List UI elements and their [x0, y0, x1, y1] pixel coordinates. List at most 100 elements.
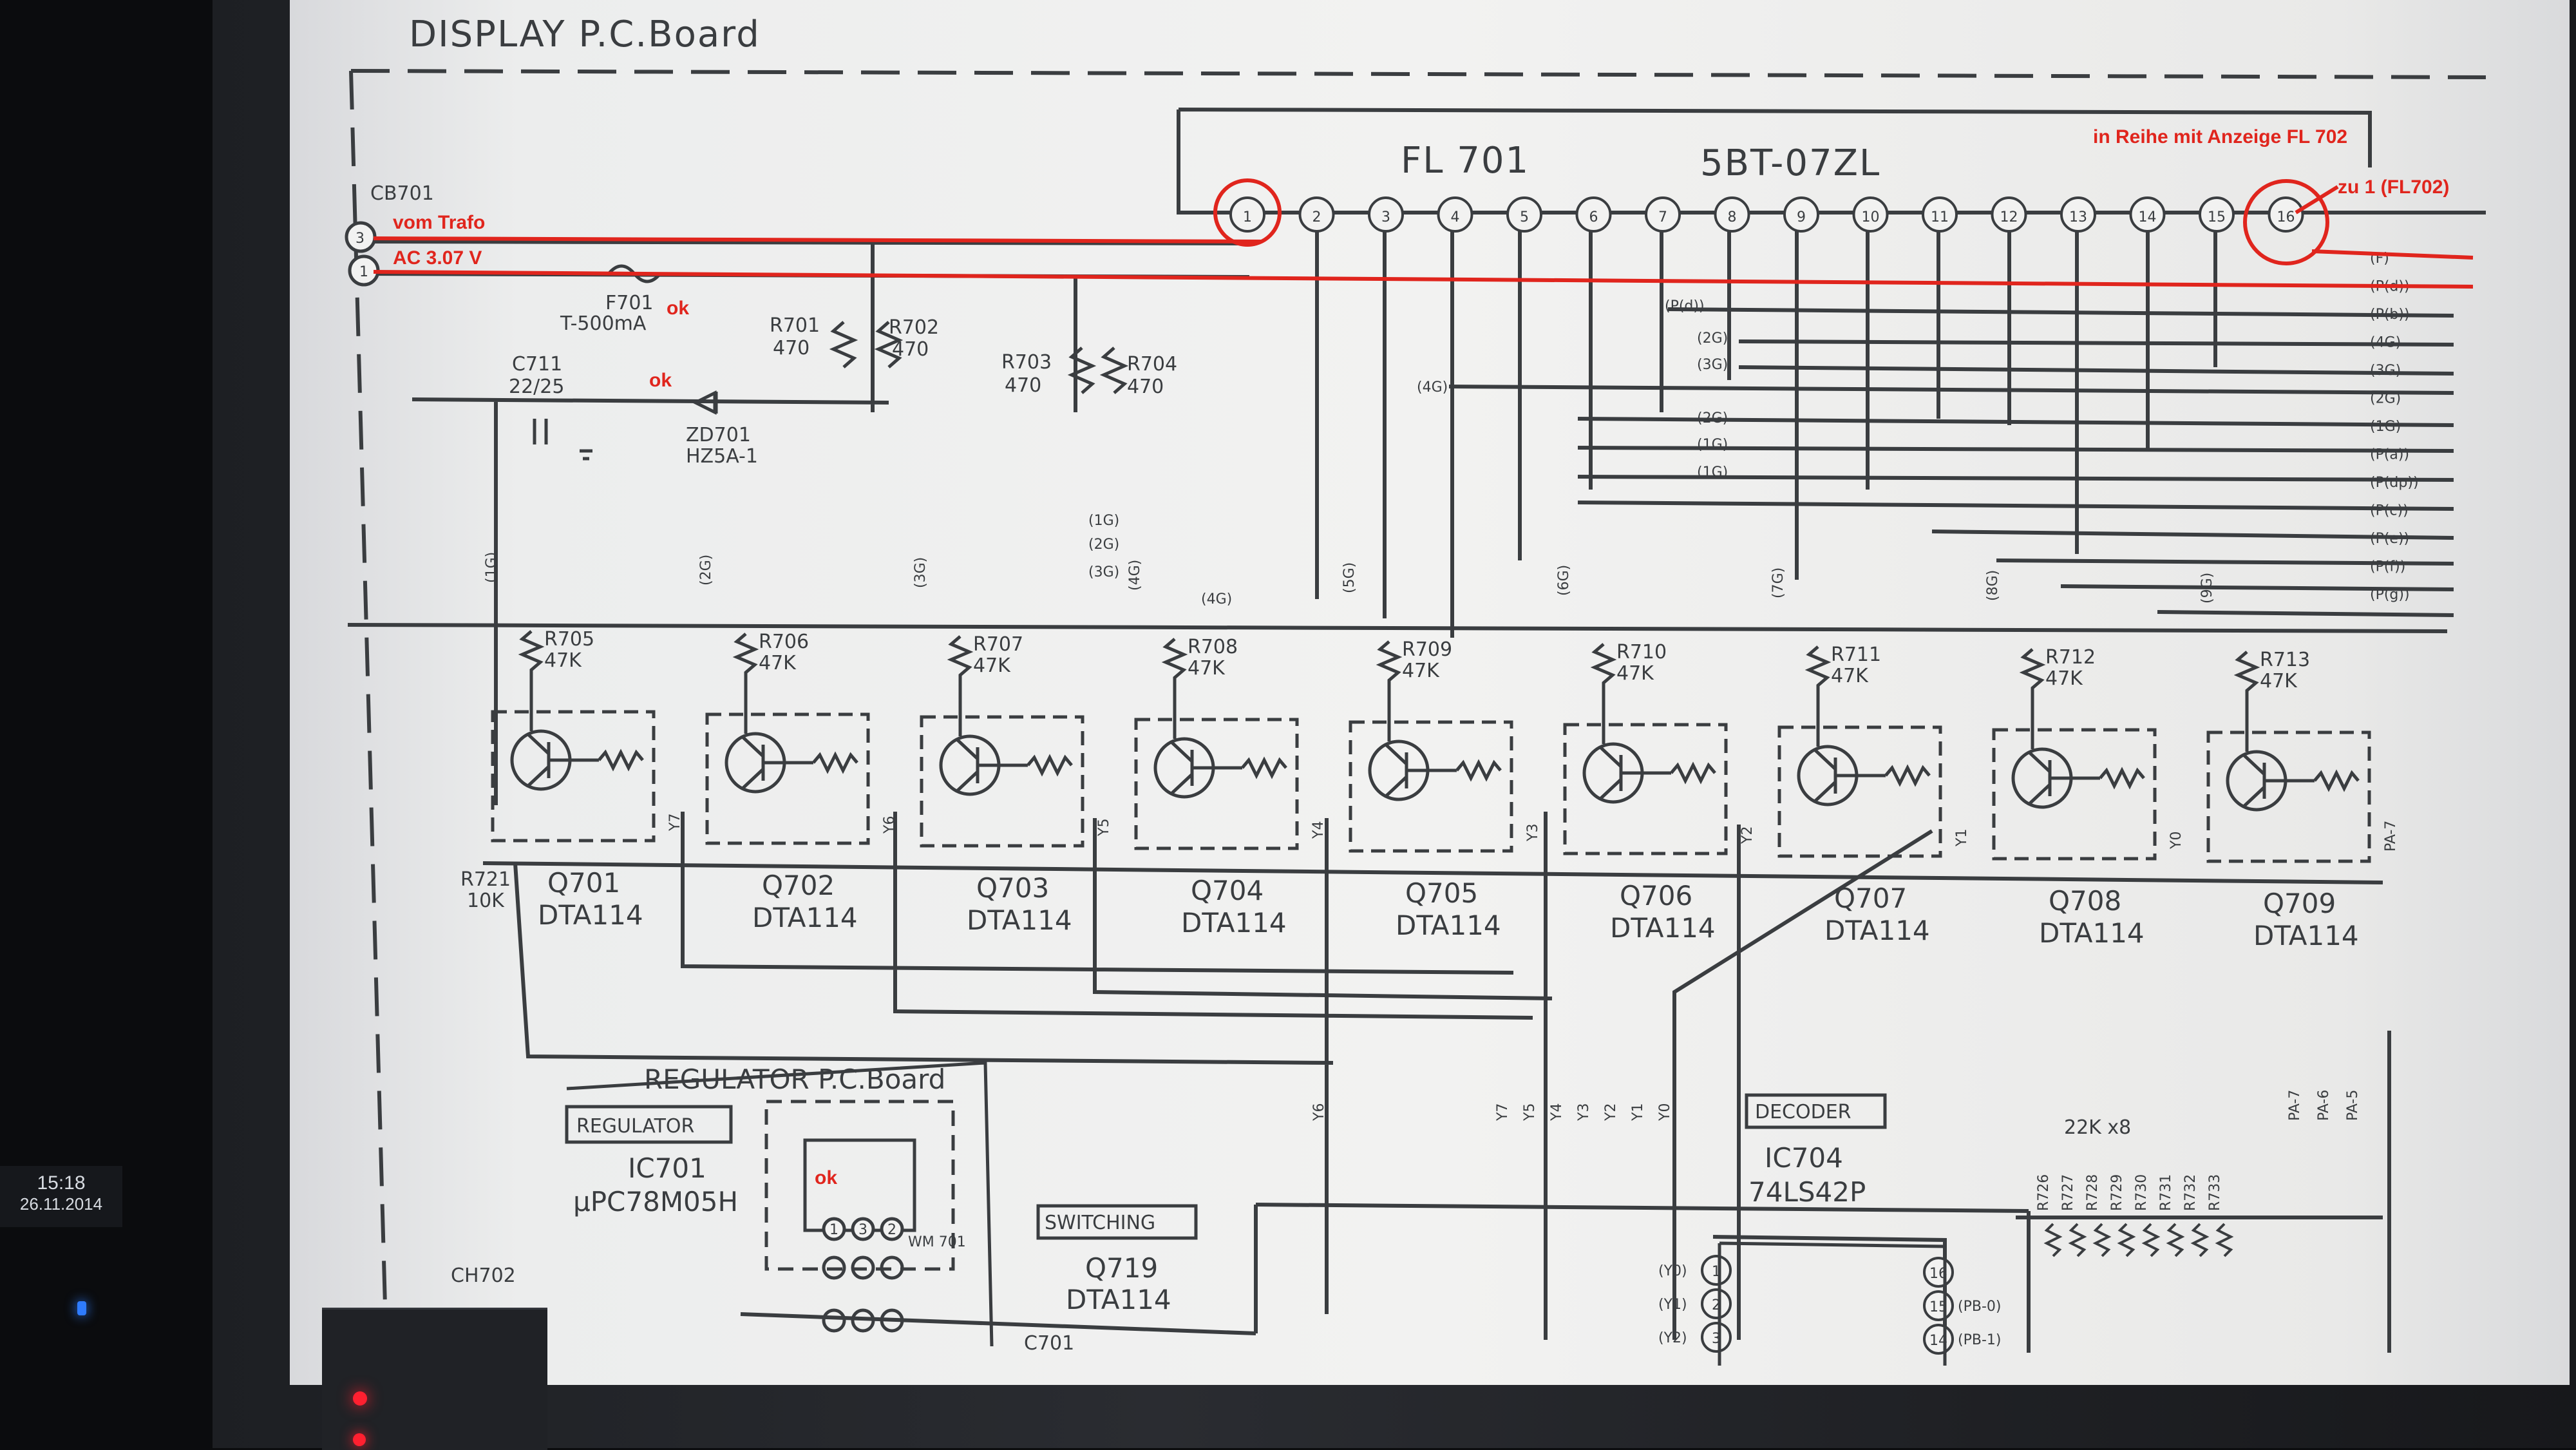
bottom-y-tag: Y2 — [1603, 1103, 1619, 1121]
transistor-dashed-box — [2206, 730, 2371, 863]
grid-tag: (5G) — [1341, 562, 1358, 593]
decoder-right-tag: (PB-0) — [1958, 1299, 2001, 1315]
r702-symbol — [874, 321, 904, 368]
tube-pin-number: 4 — [1451, 209, 1460, 225]
r701-ref: R701 — [770, 314, 820, 337]
bottom-y-tag: Y1 — [1630, 1103, 1646, 1121]
decoder-left-tag: (Y0) — [1658, 1263, 1687, 1279]
tube-pin-number: 2 — [1312, 209, 1321, 225]
tube-frame — [1177, 108, 2486, 215]
bottom-y-tag: Y4 — [1549, 1103, 1565, 1121]
right-bus-tag: (2G) — [2370, 391, 2401, 407]
tube-pin-circle — [1368, 196, 1404, 233]
r701-symbol — [829, 321, 858, 368]
fuse-rating: T-500mA — [560, 312, 647, 335]
transistor-internal-resistor — [812, 751, 858, 774]
transistor-internal-resistor — [2313, 769, 2360, 792]
tube-pin-number: 12 — [2000, 209, 2018, 225]
regulator-box-label: REGULATOR — [576, 1115, 694, 1138]
base-resistor-symbol — [732, 633, 759, 734]
grid-tag: (8G) — [1985, 570, 2001, 601]
regulator-ic-ref: IC701 — [628, 1152, 706, 1184]
right-bus-tag: (P(b)) — [2370, 307, 2410, 323]
transistor-part: DTA114 — [752, 902, 858, 933]
tube-pin-circle — [1991, 196, 2027, 233]
red-circle-pin1 — [1213, 178, 1282, 247]
transistor-part: DTA114 — [1181, 907, 1287, 939]
decoder-label-box — [1745, 1093, 1887, 1129]
tube-part: 5BT-07ZL — [1700, 142, 1880, 184]
base-resistor-value: 47K — [544, 649, 582, 672]
annotation-ok-fuse: ok — [667, 298, 689, 319]
r721-ref: R721 — [460, 868, 511, 891]
array-resistor-symbol — [2068, 1223, 2087, 1257]
transistor-labels: Q701DTA114Q702DTA114Q703DTA114Q704DTA114… — [538, 867, 2359, 951]
transistor-internal-resistor — [1027, 754, 1073, 777]
display-board-left-edge — [349, 70, 388, 1353]
right-bus-tag: (P(f)) — [2370, 559, 2405, 575]
transistor-leads — [1599, 746, 1671, 800]
transistor-leads — [527, 733, 599, 787]
transistor-ref: Q705 — [1405, 877, 1478, 909]
connector-pin-top: 3 — [355, 231, 365, 247]
base-resistor-value: 47K — [973, 654, 1011, 677]
taskbar-clock[interactable]: 15:18 26.11.2014 — [0, 1166, 122, 1227]
grid-tag: (7G) — [1770, 568, 1786, 598]
decoder-left-pin — [1701, 1322, 1732, 1353]
grid-tag-labels: (1G)(2G)(3G)(4G)(5G)(6G)(7G)(8G)(9G) — [484, 552, 2215, 604]
base-resistor-symbol — [947, 635, 974, 736]
y-tag: Y3 — [1525, 824, 1541, 842]
red-standby-led — [353, 1433, 366, 1446]
y-tag: Y2 — [1739, 826, 1756, 844]
regulator-ic-part: μPC78M05H — [573, 1186, 738, 1217]
grid-tag: (6G) — [1556, 565, 1572, 596]
base-resistor-labels: R70547KR70647KR70747KR70847KR70947KR7104… — [544, 628, 2310, 692]
r704-symbol — [1099, 347, 1129, 394]
transistor-internal-resistor — [1670, 761, 1716, 785]
red-power-led — [353, 1391, 367, 1406]
decoder-label: DECODER — [1755, 1101, 1852, 1123]
regulator-label-box — [565, 1105, 733, 1144]
array-resistor-ref: R726 — [2036, 1174, 2052, 1211]
base-resistor-symbol — [1590, 643, 1617, 744]
r702-ref: R702 — [889, 316, 939, 339]
transistor-internal-resistor — [2099, 767, 2145, 790]
decoder-left-pin — [1701, 1288, 1732, 1319]
red-line-ac — [373, 270, 2474, 289]
inner-bus-tag: (1G) — [1697, 437, 1728, 453]
right-bus-tag: (P(dp)) — [2370, 475, 2419, 491]
transistor-ref: Q701 — [547, 867, 620, 899]
grid-tag: (2G) — [698, 555, 714, 586]
base-resistor-ref: R706 — [759, 631, 809, 653]
tube-pin-number: 8 — [1728, 209, 1737, 225]
base-resistor-symbol — [518, 630, 545, 731]
transistor-leads — [2242, 754, 2315, 808]
y-tag: Y7 — [667, 814, 683, 832]
inner-bus-tag: (2G) — [1697, 330, 1728, 347]
transistor-part: DTA114 — [2039, 917, 2145, 949]
regulator-wm: WM 701 — [908, 1234, 966, 1250]
transistor-leads — [1170, 741, 1242, 795]
tube-pins — [1229, 196, 2304, 233]
array-resistor-ref: R728 — [2085, 1174, 2101, 1211]
blue-status-led — [77, 1301, 86, 1315]
base-resistor-value: 47K — [1188, 657, 1226, 680]
grid-tag: (1G) — [484, 552, 500, 583]
connector-ref: CB701 — [370, 182, 434, 205]
tube-pin-number: 10 — [1862, 209, 1880, 225]
transistor-ref: Q708 — [2049, 885, 2121, 917]
decoder-left-tag: (Y1) — [1658, 1297, 1687, 1313]
array-resistor-symbol — [2166, 1223, 2185, 1257]
base-resistor-value: 47K — [2045, 667, 2083, 690]
inner-bus-tag: (3G) — [1697, 357, 1728, 373]
inner-bus-tag: (1G) — [1697, 464, 1728, 481]
right-bus-tag: (P(a)) — [2370, 447, 2409, 463]
pa-tag: PA-6 — [2316, 1090, 2332, 1121]
cap-ref: C711 — [512, 353, 562, 376]
connector-ch-ref: CH702 — [451, 1264, 516, 1287]
array-resistor-symbol — [2043, 1223, 2063, 1257]
tube-pin-number: 13 — [2069, 209, 2087, 225]
bottom-y-tag: Y6 — [1311, 1103, 1327, 1121]
